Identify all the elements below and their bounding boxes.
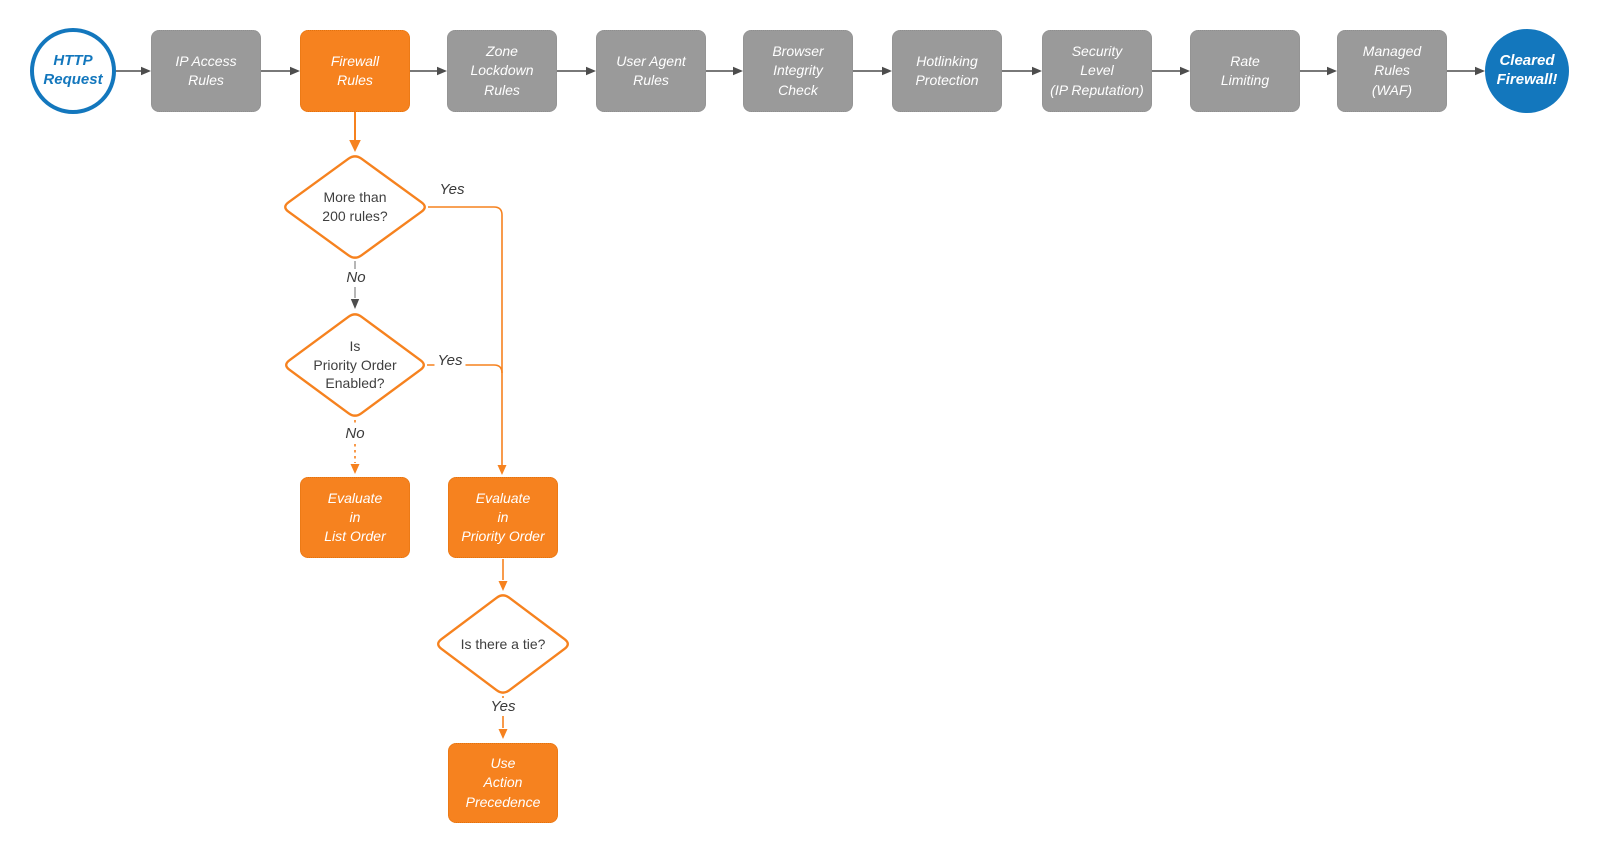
arrow-browser-to-hotlinking [853, 66, 892, 76]
label-decision-2-no: No [342, 425, 368, 443]
decision-tie-shape [437, 594, 569, 694]
arrow-security-to-rate [1152, 66, 1190, 76]
arrow-managed-to-end [1447, 66, 1485, 76]
start-node-http-request: HTTP Request [30, 28, 116, 114]
node-evaluate-in-priority-order: Evaluate in Priority Order [448, 477, 558, 558]
stage-browser-integrity-check: Browser Integrity Check [743, 30, 853, 112]
node-evaluate-in-list-order: Evaluate in List Order [300, 477, 410, 558]
arrow-zone-to-user-agent [557, 66, 596, 76]
label-decision-1-no: No [343, 269, 369, 287]
decision-more-than-200-shape [284, 155, 426, 259]
node-use-action-precedence: Use Action Precedence [448, 743, 558, 823]
end-node-cleared-firewall: Cleared Firewall! [1485, 29, 1569, 113]
arrow-firewall-to-zone [410, 66, 447, 76]
arrow-priority-to-decision-3 [498, 559, 508, 591]
arrow-rate-to-managed [1300, 66, 1337, 76]
label-decision-3-yes: Yes [487, 698, 519, 716]
arrow-ip-access-to-firewall [261, 66, 300, 76]
arrow-decision-2-no [350, 414, 360, 474]
edge-decision-2-yes [427, 364, 503, 374]
stage-zone-lockdown-rules: Zone Lockdown Rules [447, 30, 557, 112]
stage-firewall-rules: Firewall Rules [300, 30, 410, 112]
stage-user-agent-rules: User Agent Rules [596, 30, 706, 112]
label-decision-2-yes: Yes [434, 352, 466, 370]
decision-priority-order-shape [285, 313, 425, 417]
stage-rate-limiting: Rate Limiting [1190, 30, 1300, 112]
edge-decision-1-yes [428, 206, 507, 475]
stage-ip-access-rules: IP Access Rules [151, 30, 261, 112]
stage-hotlinking-protection: Hotlinking Protection [892, 30, 1002, 112]
arrow-hotlinking-to-security [1002, 66, 1042, 76]
arrow-user-agent-to-browser [706, 66, 743, 76]
arrow-firewall-to-decision-1 [349, 112, 361, 152]
label-decision-1-yes: Yes [436, 181, 468, 199]
stage-security-level: Security Level (IP Reputation) [1042, 30, 1152, 112]
arrow-start-to-ip-access [115, 66, 151, 76]
decision-more-than-200-text: More than 200 rules? [322, 189, 388, 224]
decision-tie-text: Is there a tie? [460, 635, 546, 652]
decision-priority-order-text: Is Priority Order Enabled? [313, 337, 397, 392]
stage-managed-rules-waf: Managed Rules (WAF) [1337, 30, 1447, 112]
